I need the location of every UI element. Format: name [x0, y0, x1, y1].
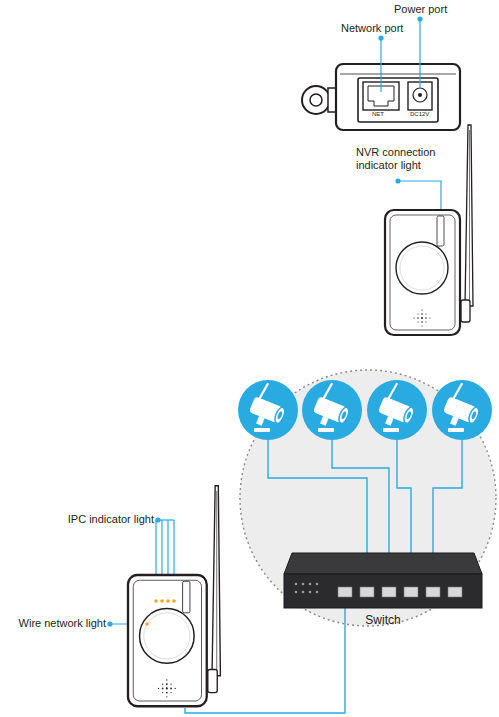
indicator-label: Wire network light: [19, 617, 106, 630]
ipc-light: [154, 599, 158, 603]
label-text: DC12V: [410, 111, 429, 117]
leader-dot: [395, 178, 400, 183]
drawing-part: [302, 591, 305, 594]
dc-pin: [418, 93, 422, 97]
leader-dot: [107, 621, 112, 626]
port-label: Network port: [341, 22, 403, 35]
leader-dot: [155, 517, 160, 522]
leader-line: [419, 19, 420, 88]
switch-node: Switch: [284, 553, 482, 627]
wire-light: [145, 622, 149, 626]
housing-edge: [340, 74, 456, 75]
drawing-part: [309, 583, 312, 586]
switch-front: [284, 574, 482, 608]
label-text: NVR connection indicator light: [356, 146, 436, 171]
network-switch: [284, 553, 482, 608]
dc-jack: [413, 88, 427, 102]
ipc-light: [172, 599, 176, 603]
drawing-part: [316, 591, 319, 594]
label-text: Power port: [394, 3, 447, 15]
leader-line: [398, 181, 441, 213]
drawing-part: [426, 587, 440, 597]
drawing-part: [302, 583, 305, 586]
drawing-part: [382, 587, 396, 597]
drawing-part: [360, 587, 374, 597]
port-panel: [358, 78, 438, 122]
port-marking: NET: [372, 111, 384, 118]
drawing-part: [309, 591, 312, 594]
label-text: Wire network light: [19, 617, 106, 629]
indicator-label: NVR connection indicator light: [356, 146, 448, 171]
drawing-part: [295, 583, 298, 586]
drawing-part: [404, 587, 418, 597]
ip-camera: [432, 380, 492, 440]
leader-line: [380, 38, 381, 92]
network-wire: [185, 597, 345, 713]
switch-leds: [295, 583, 319, 594]
port-marking: DC12V: [410, 111, 429, 118]
ip-camera: [238, 380, 298, 440]
indicator-lights: [145, 599, 176, 626]
drawing-part: [295, 591, 298, 594]
ipc-light: [160, 599, 164, 603]
drawing-part: [316, 583, 319, 586]
label-text: IPC indicator light: [68, 513, 154, 525]
indicator-label: IPC indicator light: [68, 513, 154, 526]
switch-ports: [338, 587, 462, 597]
label-text: NET: [372, 111, 384, 117]
node-label: Switch: [365, 613, 400, 627]
connector-housing: [336, 64, 460, 130]
mount-hole: [310, 94, 322, 106]
port-label: Power port: [394, 3, 447, 16]
drawing-part: [338, 587, 352, 597]
ipc-light: [166, 599, 170, 603]
ip-camera: [367, 380, 427, 440]
drawing-part: [448, 587, 462, 597]
switch-top: [284, 553, 482, 574]
leader-dot: [378, 35, 383, 40]
label-text: Network port: [341, 22, 403, 34]
ip-camera: [302, 380, 362, 440]
mount-ring: [302, 86, 330, 114]
leader-dot: [417, 16, 422, 21]
